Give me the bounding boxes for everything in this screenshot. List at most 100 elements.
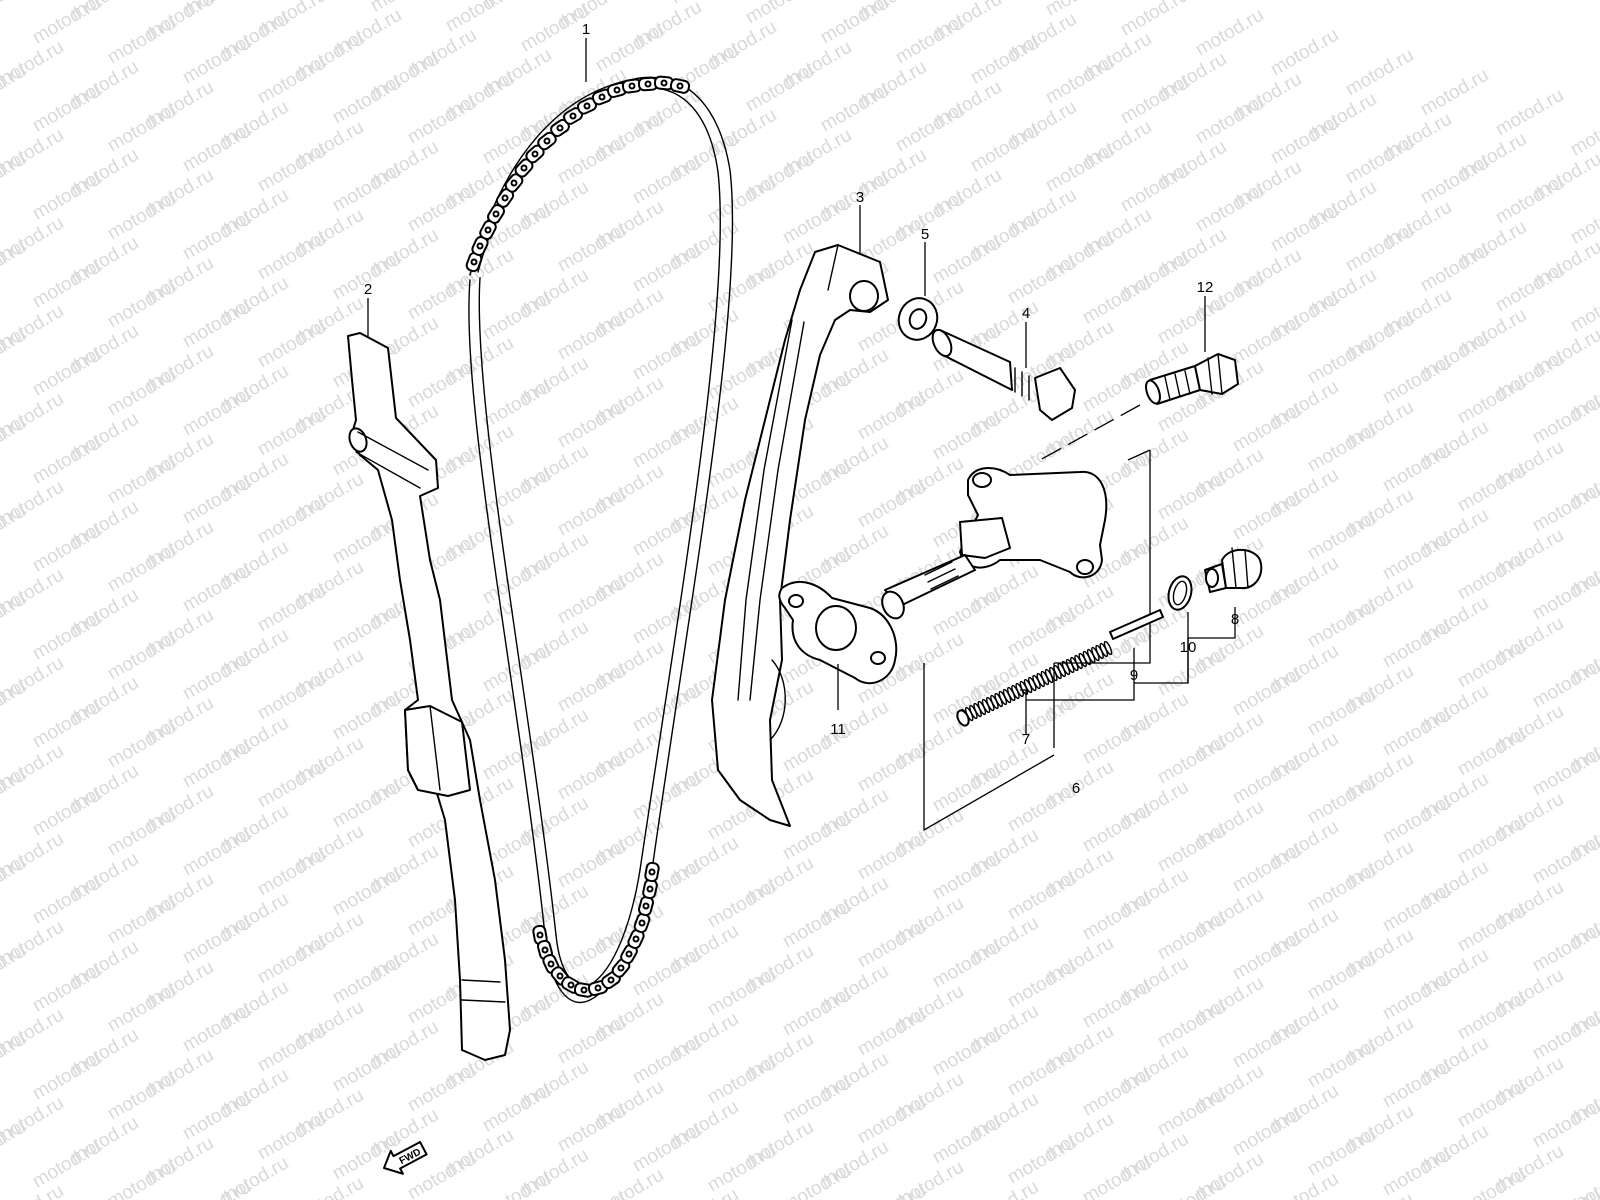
watermark-text: motod.ru bbox=[1304, 1125, 1379, 1181]
watermark-text: motod.ru bbox=[179, 1089, 254, 1145]
watermark-text: motod.ru bbox=[329, 865, 404, 921]
watermark-text: motod.ru bbox=[179, 825, 254, 881]
watermark-text: motod.ru bbox=[1492, 173, 1567, 229]
watermark-text: motod.ru bbox=[554, 837, 629, 893]
watermark-text: motod.ru bbox=[1379, 793, 1454, 849]
watermark-text: motod.ru bbox=[554, 221, 629, 277]
watermark-text: motod.ru bbox=[1079, 713, 1154, 769]
watermark-text: motod.ru bbox=[1529, 1185, 1600, 1200]
watermark-text: motod.ru bbox=[29, 785, 104, 841]
callout-4: 4 bbox=[1022, 305, 1030, 322]
watermark-text: motod.ru bbox=[1529, 393, 1600, 449]
watermark-text: motod.ru bbox=[817, 0, 892, 48]
watermark-text: motod.ru bbox=[104, 277, 179, 333]
watermark-text: motod.ru bbox=[1342, 133, 1417, 189]
watermark-text: motod.ru bbox=[1079, 977, 1154, 1033]
watermark-text: motod.ru bbox=[1529, 1009, 1600, 1065]
watermark-text: motod.ru bbox=[1154, 997, 1229, 1053]
watermark-text: motod.ru bbox=[1304, 509, 1379, 565]
leader-lines bbox=[367, 38, 1236, 735]
chain-pin bbox=[547, 960, 555, 968]
watermark-text: motod.ru bbox=[967, 121, 1042, 177]
watermark-text: motod.ru bbox=[254, 141, 329, 197]
watermark-text: motod.ru bbox=[1004, 693, 1079, 749]
watermark-text: motod.ru bbox=[892, 101, 967, 157]
watermark-text: motod.ru bbox=[1229, 1105, 1304, 1161]
watermark-text: motod.ru bbox=[29, 697, 104, 753]
watermark-text: motod.ru bbox=[854, 477, 929, 533]
watermark-text: motod.ru bbox=[1342, 221, 1417, 277]
chain-pin bbox=[541, 946, 549, 954]
o-ring bbox=[1167, 575, 1193, 611]
watermark-text: motod.ru bbox=[1079, 801, 1154, 857]
watermark-text: motod.ru bbox=[29, 521, 104, 577]
watermark-text: motod.ru bbox=[329, 953, 404, 1009]
watermark-text: motod.ru bbox=[1042, 53, 1117, 109]
watermark-text: motod.ru bbox=[1004, 869, 1079, 925]
watermark-text: motod.ru bbox=[1192, 93, 1267, 149]
watermark-text: motod.ru bbox=[1379, 1145, 1454, 1200]
watermark-text: motod.ru bbox=[854, 917, 929, 973]
watermark-text: motod.ru bbox=[1154, 821, 1229, 877]
chain-pin bbox=[625, 950, 633, 958]
watermark-text: motod.ru bbox=[254, 581, 329, 637]
watermark-text: motod.ru bbox=[1192, 181, 1267, 237]
spring-coil bbox=[1103, 640, 1113, 656]
chain-pin bbox=[594, 984, 602, 992]
watermark-text: motod.ru bbox=[1454, 901, 1529, 957]
watermark-text: motod.ru bbox=[929, 1113, 1004, 1169]
watermark-text: motod.ru bbox=[254, 933, 329, 989]
watermark-text: motod.ru bbox=[1379, 441, 1454, 497]
watermark-text: motod.ru bbox=[1079, 1065, 1154, 1121]
watermark-text: motod.ru bbox=[104, 805, 179, 861]
watermark-text: motod.ru bbox=[104, 101, 179, 157]
callout-11: 11 bbox=[830, 721, 846, 738]
watermark-text: motod.ru bbox=[404, 181, 479, 237]
watermark-text: motod.ru bbox=[1529, 745, 1600, 801]
watermark-text: motod.ru bbox=[254, 53, 329, 109]
rod bbox=[1109, 609, 1164, 640]
watermark-text: motod.ru bbox=[779, 897, 854, 953]
watermark-text: motod.ru bbox=[554, 1101, 629, 1157]
watermark-text: motod.ru bbox=[779, 985, 854, 1041]
watermark-text: motod.ru bbox=[704, 173, 779, 229]
watermark-text: motod.ru bbox=[404, 93, 479, 149]
watermark-text: motod.ru bbox=[179, 121, 254, 177]
chain-pin bbox=[476, 242, 484, 250]
chain-pin bbox=[510, 179, 518, 187]
watermark-text: motod.ru bbox=[1454, 725, 1529, 781]
chain-pin bbox=[567, 981, 575, 989]
watermark-text: motod.ru bbox=[779, 193, 854, 249]
watermark-text: motod.ru bbox=[667, 1185, 742, 1200]
watermark-text: motod.ru bbox=[479, 377, 554, 433]
cam-chain-guide bbox=[347, 332, 511, 1061]
watermark-text: motod.ru bbox=[404, 357, 479, 413]
watermark-text: motod.ru bbox=[854, 389, 929, 445]
watermark-text: motod.ru bbox=[1004, 781, 1079, 837]
chain-pin bbox=[501, 194, 509, 202]
chain-pin bbox=[492, 210, 500, 218]
watermark-text: motod.ru bbox=[779, 1073, 854, 1129]
watermark-text: motod.ru bbox=[1154, 1085, 1229, 1141]
callout-7: 7 bbox=[1022, 731, 1030, 748]
watermark-text: motod.ru bbox=[29, 1137, 104, 1193]
watermark-text: motod.ru bbox=[254, 1021, 329, 1077]
watermark-text: motod.ru bbox=[1454, 373, 1529, 429]
watermark-text: motod.ru bbox=[1379, 881, 1454, 937]
chain-pin bbox=[638, 919, 646, 927]
watermark-text: motod.ru bbox=[1454, 461, 1529, 517]
watermark-text: motod.ru bbox=[479, 465, 554, 521]
watermark-text: motod.ru bbox=[929, 761, 1004, 817]
watermark-text: motod.ru bbox=[1454, 813, 1529, 869]
watermark-text: motod.ru bbox=[442, 0, 517, 36]
watermark-text: motod.ru bbox=[929, 937, 1004, 993]
watermark-text: motod.ru bbox=[1154, 469, 1229, 525]
watermark-text: motod.ru bbox=[929, 233, 1004, 289]
watermark-text: motod.ru bbox=[629, 417, 704, 473]
watermark-text: motod.ru bbox=[779, 1161, 854, 1200]
watermark-text: motod.ru bbox=[29, 609, 104, 665]
watermark-text: motod.ru bbox=[1454, 1077, 1529, 1133]
chain-pin bbox=[646, 885, 654, 893]
chain-pin bbox=[613, 86, 621, 94]
callout-8: 8 bbox=[1231, 611, 1239, 628]
